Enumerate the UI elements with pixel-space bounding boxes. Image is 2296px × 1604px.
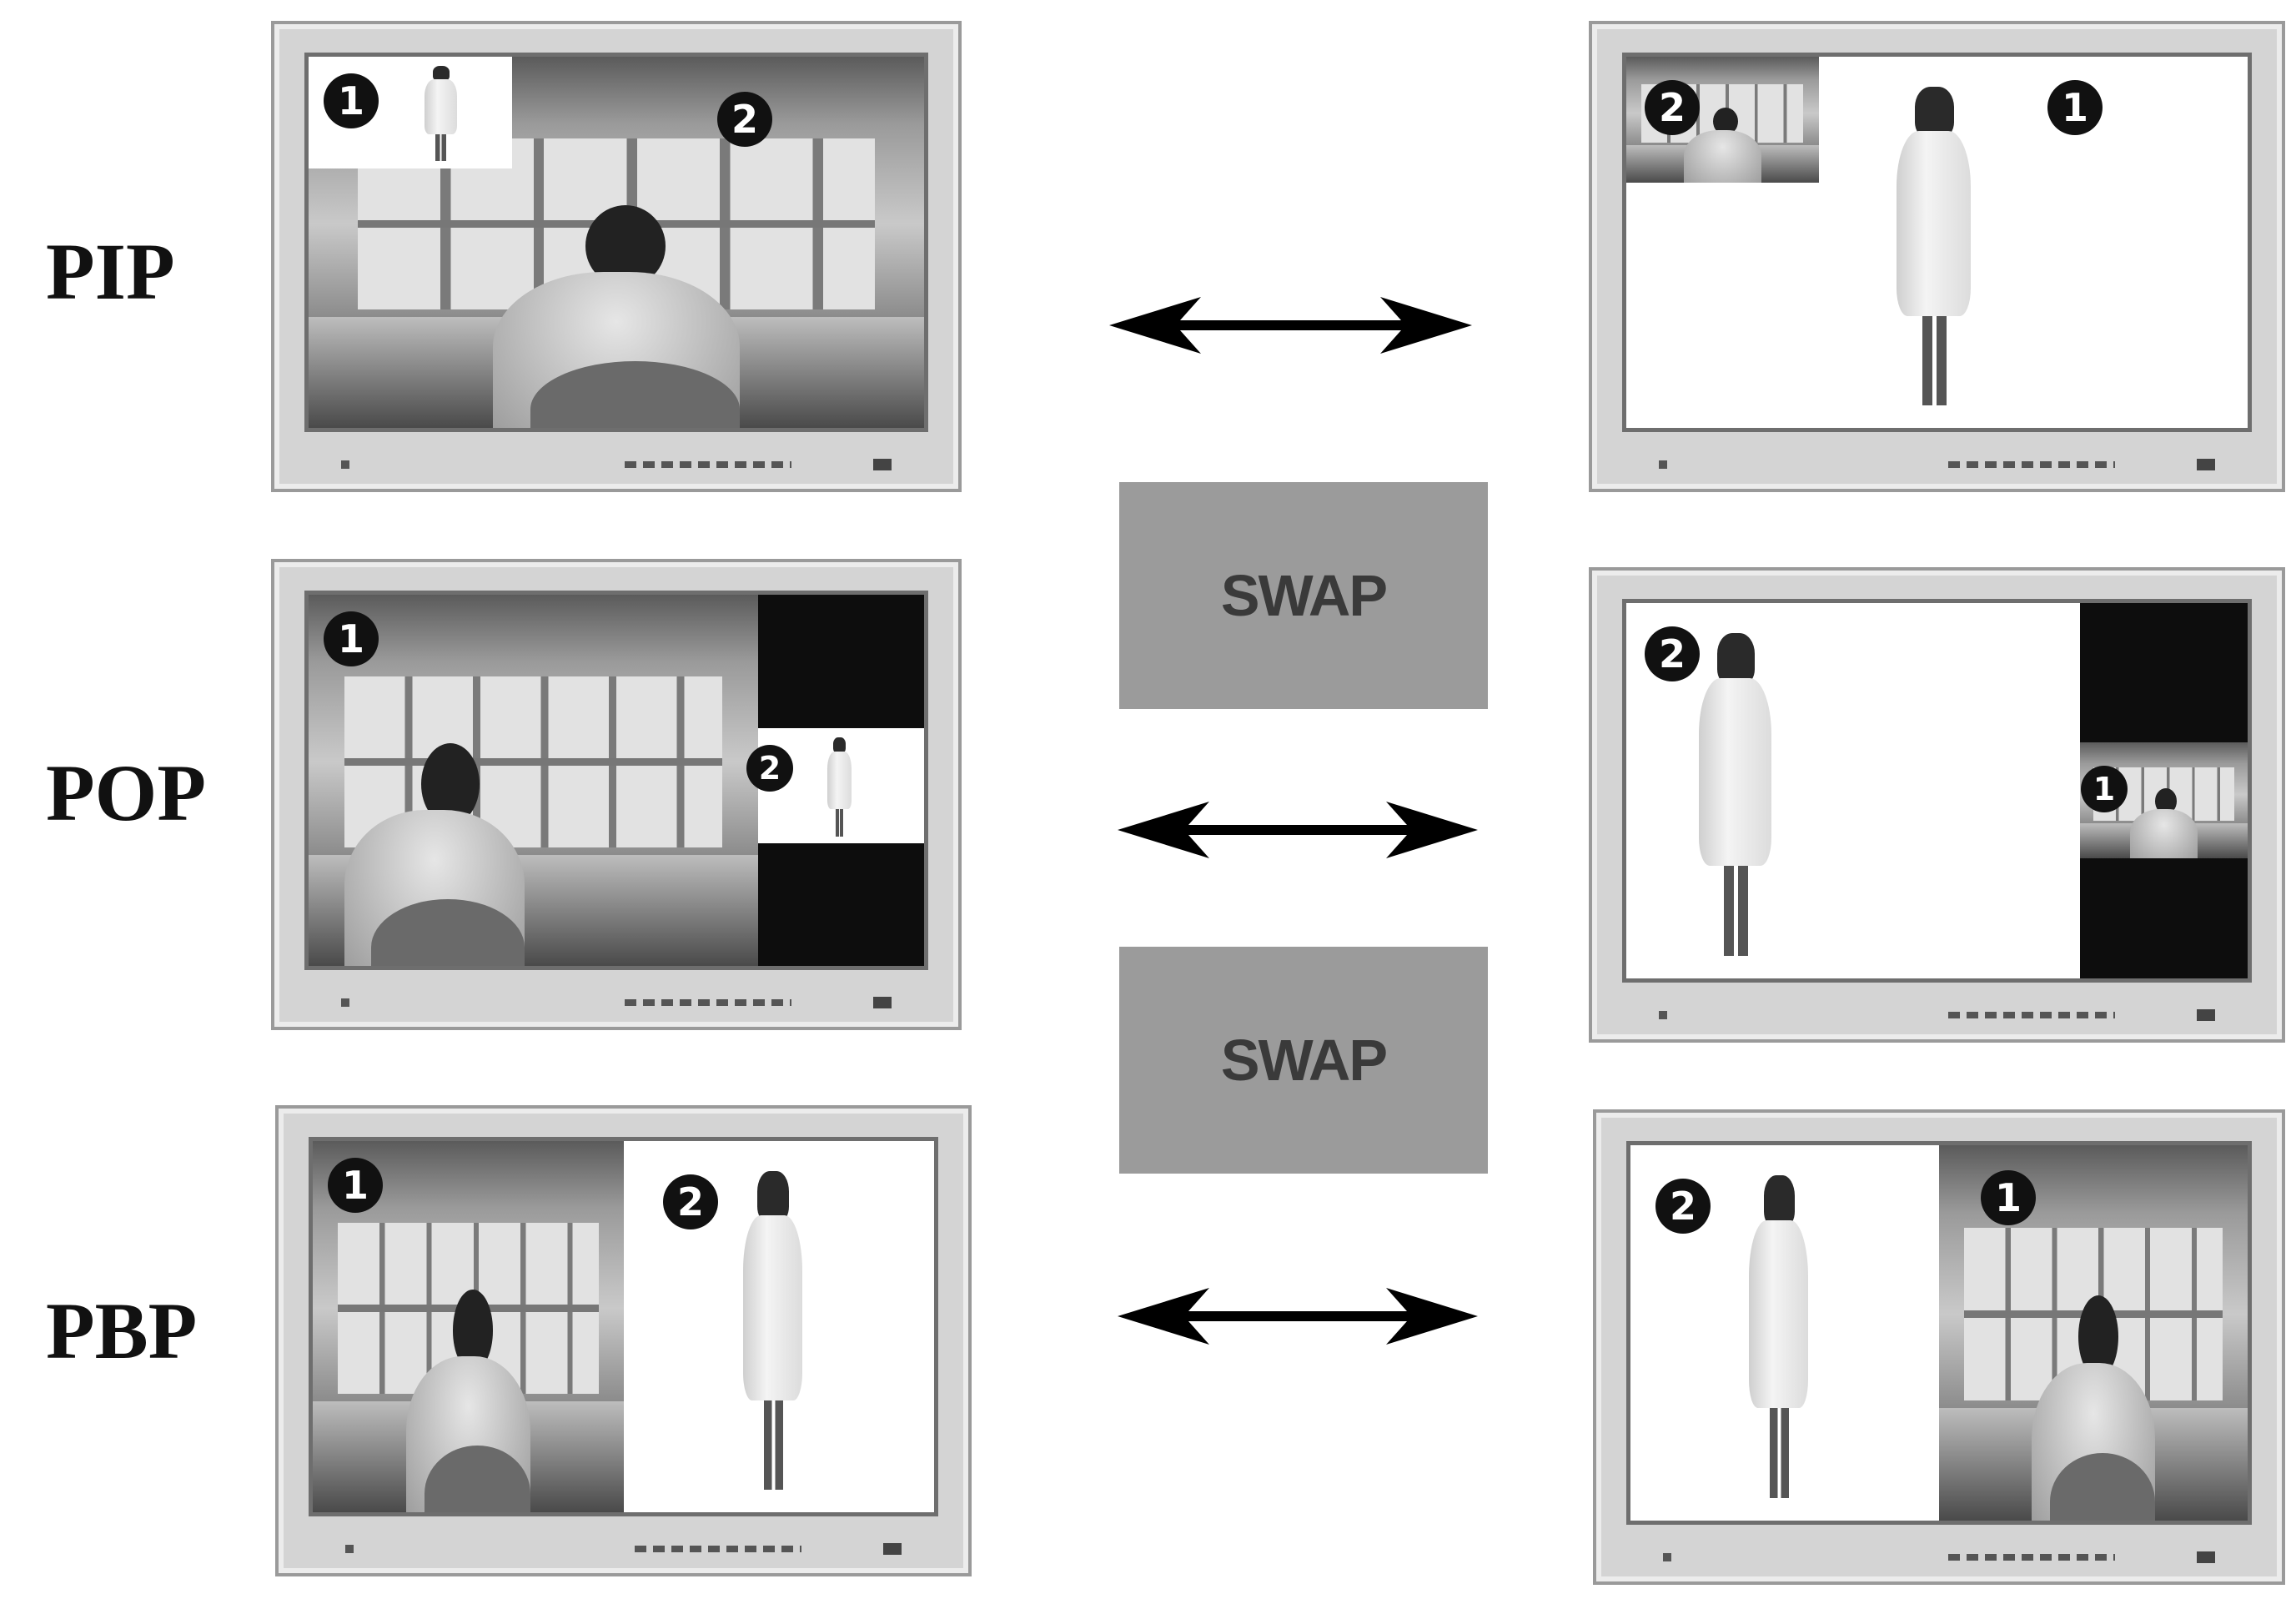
screen: 1 2 (309, 1137, 938, 1516)
badge-1-icon: 1 (328, 1158, 383, 1213)
badge-2-icon: 2 (746, 745, 793, 792)
sub-picture-woman (757, 728, 924, 844)
double-headed-arrow-icon (1109, 297, 1472, 354)
screen: 1 2 (304, 53, 928, 432)
double-headed-arrow-icon (1118, 802, 1478, 858)
screen: 2 1 (1622, 599, 2252, 983)
monitor-pip-after: 2 1 (1589, 21, 2285, 492)
monitor-pop-after: 2 1 (1589, 567, 2285, 1043)
badge-1-icon: 1 (324, 611, 379, 666)
left-picture-office (313, 1141, 624, 1512)
badge-2-icon: 2 (717, 92, 772, 147)
swap-label-box: SWAP (1119, 482, 1488, 709)
badge-2-icon: 2 (1645, 626, 1700, 681)
swap-label-box: SWAP (1119, 947, 1488, 1174)
badge-1-icon: 1 (324, 73, 379, 128)
badge-1-icon: 1 (1981, 1170, 2036, 1225)
main-picture-woman (1626, 57, 2248, 428)
badge-2-icon: 2 (1645, 80, 1700, 135)
row-label-pop: POP (46, 748, 206, 837)
monitor-pbp-before: 1 2 (275, 1105, 972, 1576)
main-picture-office (309, 595, 758, 966)
screen: 1 2 (304, 591, 928, 970)
double-headed-arrow-icon (1118, 1288, 1478, 1345)
main-picture-woman (1626, 603, 2080, 978)
monitor-pop-before: 1 2 (271, 559, 962, 1030)
badge-1-icon: 1 (2047, 80, 2103, 135)
screen: 2 1 (1622, 53, 2252, 432)
sub-picture-office (2079, 742, 2248, 858)
screen: 2 1 (1626, 1141, 2252, 1525)
monitor-pbp-after: 2 1 (1593, 1109, 2285, 1585)
row-label-pip: PIP (46, 227, 175, 316)
monitor-pip-before: 1 2 (271, 21, 962, 492)
main-picture-office (309, 57, 924, 428)
badge-1-icon: 1 (2081, 766, 2128, 812)
badge-2-icon: 2 (1655, 1179, 1711, 1234)
badge-2-icon: 2 (663, 1174, 718, 1229)
row-label-pbp: PBP (46, 1286, 198, 1375)
